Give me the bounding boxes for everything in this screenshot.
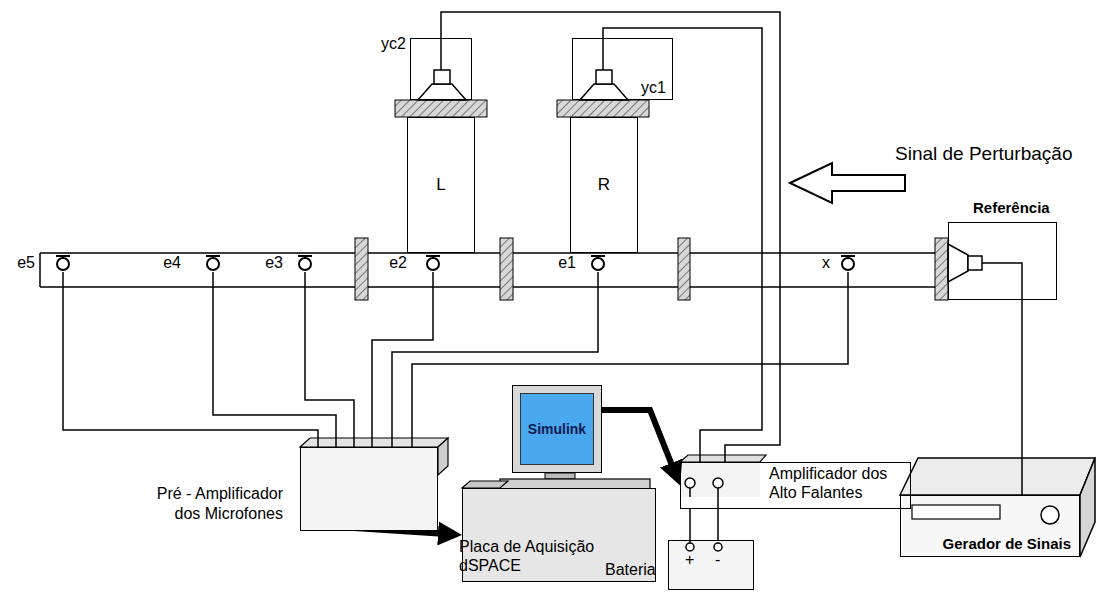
microphone-label: e1: [558, 254, 576, 272]
wire: [982, 263, 1022, 300]
wire: [305, 272, 354, 447]
wire: [1021, 300, 1023, 495]
microphone-symbol: [297, 254, 313, 272]
generator-knob: [1041, 506, 1059, 524]
microphone-label: e5: [17, 254, 35, 272]
amplifier-body: [680, 462, 760, 497]
generator-display: [912, 505, 1000, 519]
microphone-label: e2: [389, 254, 407, 272]
microphone-symbol: [840, 254, 856, 272]
microphone-symbol: [590, 254, 606, 272]
microphone-symbol: [205, 254, 221, 272]
speaker-cone: [948, 244, 968, 282]
speaker-enclosure: L: [407, 117, 475, 253]
wire: [213, 272, 336, 447]
microphone: e2: [389, 254, 441, 272]
duct-divider: [355, 238, 368, 300]
wire: [440, 38, 442, 70]
wire: [372, 272, 433, 447]
signal-generator: Gerador de Sinais: [900, 495, 1080, 557]
microphone: e5: [17, 254, 71, 272]
microphone: x: [822, 254, 856, 272]
speaker-amplifier: Amplificador dos Alto Falantes: [680, 462, 911, 509]
microphone-label: e4: [163, 254, 181, 272]
preamplifier-top: [300, 438, 448, 447]
speaker-plate: [557, 100, 649, 117]
signal-generator-label: Gerador de Sinais: [943, 535, 1071, 552]
monitor-stand: [545, 473, 575, 479]
speaker-loop: yc2: [410, 38, 472, 100]
signal-arrow: [602, 410, 676, 474]
wire: [63, 272, 318, 447]
terminal: [713, 478, 723, 488]
battery: Bateria: [668, 540, 754, 590]
speaker-enclosure-label: L: [436, 175, 445, 195]
microphone: e4: [163, 254, 221, 272]
terminal-sign: +: [685, 551, 694, 569]
speaker-loop: yc1: [572, 38, 673, 100]
duct-divider: [500, 238, 513, 300]
battery-label: Bateria: [605, 561, 656, 579]
preamplifier-side: [438, 438, 448, 475]
terminal: [685, 478, 695, 488]
microphone-label: e3: [265, 254, 283, 272]
speaker-loop-label: yc1: [641, 79, 666, 97]
speaker-plate: [395, 100, 487, 117]
signal-label: Sinal de Perturbação: [895, 143, 1072, 165]
board-top: [462, 481, 508, 488]
terminal: [714, 543, 722, 551]
duct-divider: [678, 238, 690, 300]
wire: [441, 12, 780, 462]
wire: [412, 272, 848, 447]
duct: [40, 253, 935, 287]
wire: [689, 509, 691, 540]
speaker-amplifier-label: Amplificador dos Alto Falantes: [769, 464, 904, 502]
speaker-magnet: [434, 70, 450, 84]
reference-speaker-label: Referência: [973, 199, 1050, 216]
reference-plate: [935, 238, 948, 300]
speaker-enclosure: R: [570, 117, 638, 253]
microphone-label: x: [822, 254, 830, 272]
speaker-magnet: [596, 70, 612, 84]
microphone: e3: [265, 254, 313, 272]
speaker-magnet: [968, 256, 982, 270]
speaker-cone: [580, 84, 628, 100]
speaker-cone: [418, 84, 466, 100]
wire: [690, 488, 718, 540]
wire: [602, 38, 604, 70]
reference-speaker: Referência: [948, 222, 1057, 300]
computer-monitor-label: Simulink: [520, 393, 594, 465]
amplifier-top: [680, 455, 766, 462]
preamplifier: Pré - Amplificador dos Microfones: [300, 447, 438, 531]
speaker-loop-label: yc2: [381, 35, 406, 53]
disturbance-arrow: [790, 163, 905, 203]
terminal-sign: -: [715, 551, 720, 569]
microphone: e1: [558, 254, 606, 272]
battery-body: [668, 540, 754, 590]
microphone-symbol: [425, 254, 441, 272]
generator-top: [900, 458, 1095, 495]
terminal: [686, 543, 694, 551]
speaker-enclosure-label: R: [598, 175, 610, 195]
generator-side: [1080, 458, 1095, 557]
preamplifier-label: Pré - Amplificador dos Microfones: [133, 484, 283, 524]
computer-monitor: Simulink: [512, 385, 602, 473]
generator-front: [900, 495, 1080, 557]
microphone-symbol: [55, 254, 71, 272]
